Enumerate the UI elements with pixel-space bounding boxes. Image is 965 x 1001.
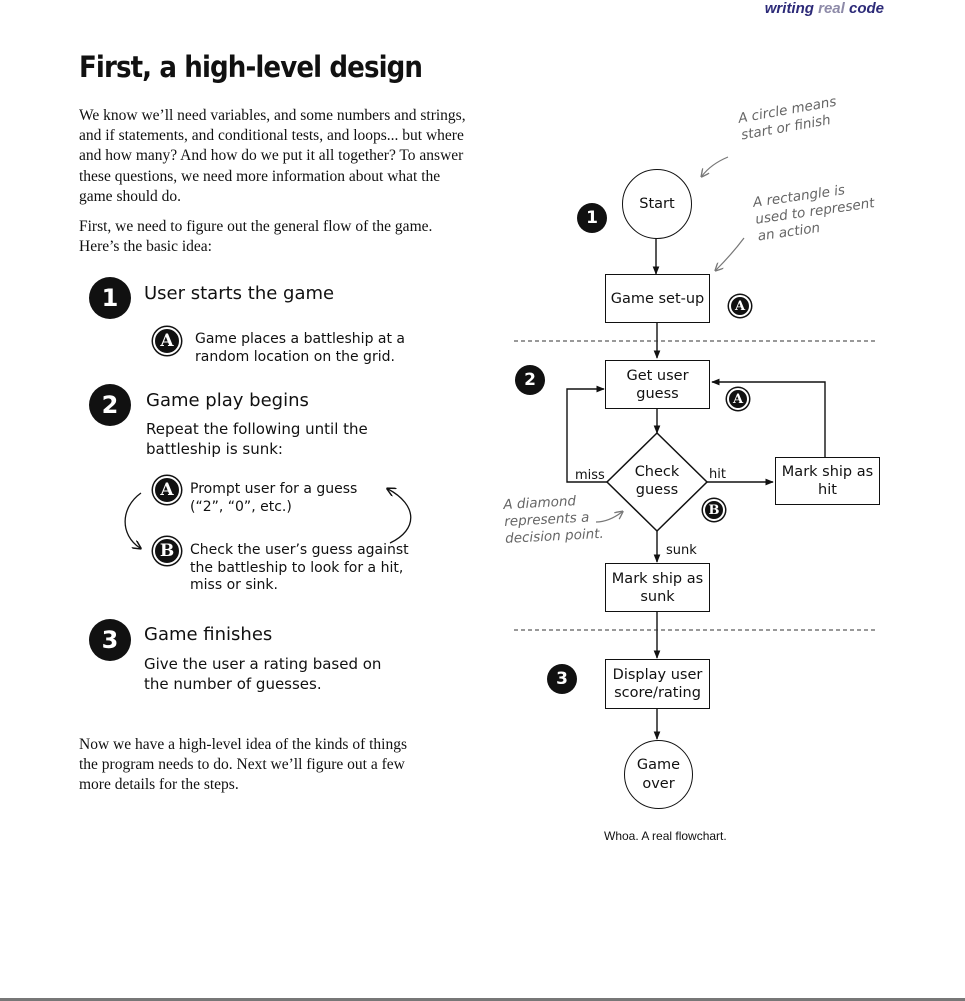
page-title: First, a high-level design <box>79 50 423 84</box>
game-over-node: Game over <box>624 740 693 809</box>
step-2b-letter-badge: B <box>153 537 181 565</box>
flowchart-a-badge-guess: A <box>727 388 749 410</box>
step-3-heading: Game finishes <box>144 624 273 645</box>
step-2a-letter-badge: A <box>153 476 181 504</box>
hit-label: hit <box>709 467 726 482</box>
flow-intro-paragraph: First, we need to figure out the general… <box>79 218 433 256</box>
step-2a-text: Prompt user for a guess (“2”, “0”, etc.) <box>190 481 358 515</box>
flowchart-step-3-badge: 3 <box>547 664 577 694</box>
intro-paragraph: We know we’ll need variables, and some n… <box>79 107 466 205</box>
flowchart-step-1-badge: 1 <box>577 203 607 233</box>
mark-ship-hit-node: Mark ship as hit <box>775 457 880 505</box>
check-guess-diamond <box>605 431 709 533</box>
miss-label: miss <box>575 468 605 483</box>
get-user-guess-node: Get user guess <box>605 360 710 409</box>
mark-ship-sunk-node: Mark ship as sunk <box>605 563 710 612</box>
step-1-number-badge: 1 <box>89 277 131 319</box>
flowchart-b-badge-check: B <box>703 499 725 521</box>
display-score-node: Display user score/rating <box>605 659 710 709</box>
running-head-writing: writing <box>764 0 814 17</box>
sunk-label: sunk <box>666 543 697 558</box>
diamond-note: A diamond represents a decision point. <box>503 493 605 547</box>
step-2-number-badge: 2 <box>89 384 131 426</box>
step-3-detail: Give the user a rating based on the numb… <box>144 655 382 693</box>
step-1-heading: User starts the game <box>144 283 335 304</box>
flowchart-a-badge-setup: A <box>729 295 751 317</box>
check-guess-node: Check guess <box>634 464 680 498</box>
step-2b-text: Check the user’s guess against the battl… <box>190 542 409 593</box>
step-1a-text: Game places a battleship at a random loc… <box>195 331 406 365</box>
closing-paragraph: Now we have a high-level idea of the kin… <box>79 736 407 794</box>
start-node: Start <box>622 169 692 239</box>
game-setup-node: Game set-up <box>605 274 710 323</box>
flowchart-caption: Whoa. A real flowchart. <box>604 829 727 843</box>
running-head-real: real <box>818 0 845 17</box>
running-head-code: code <box>848 0 884 17</box>
step-3-number-badge: 3 <box>89 619 131 661</box>
loop-arrows-icon <box>124 480 412 580</box>
step-2-detail: Repeat the following until the battleshi… <box>146 420 368 458</box>
running-head: writing real code <box>765 0 884 17</box>
step-2-heading: Game play begins <box>146 390 309 411</box>
step-1a-letter-badge: A <box>153 327 181 355</box>
page-bottom-edge <box>0 998 965 1001</box>
flowchart-step-2-badge: 2 <box>515 365 545 395</box>
